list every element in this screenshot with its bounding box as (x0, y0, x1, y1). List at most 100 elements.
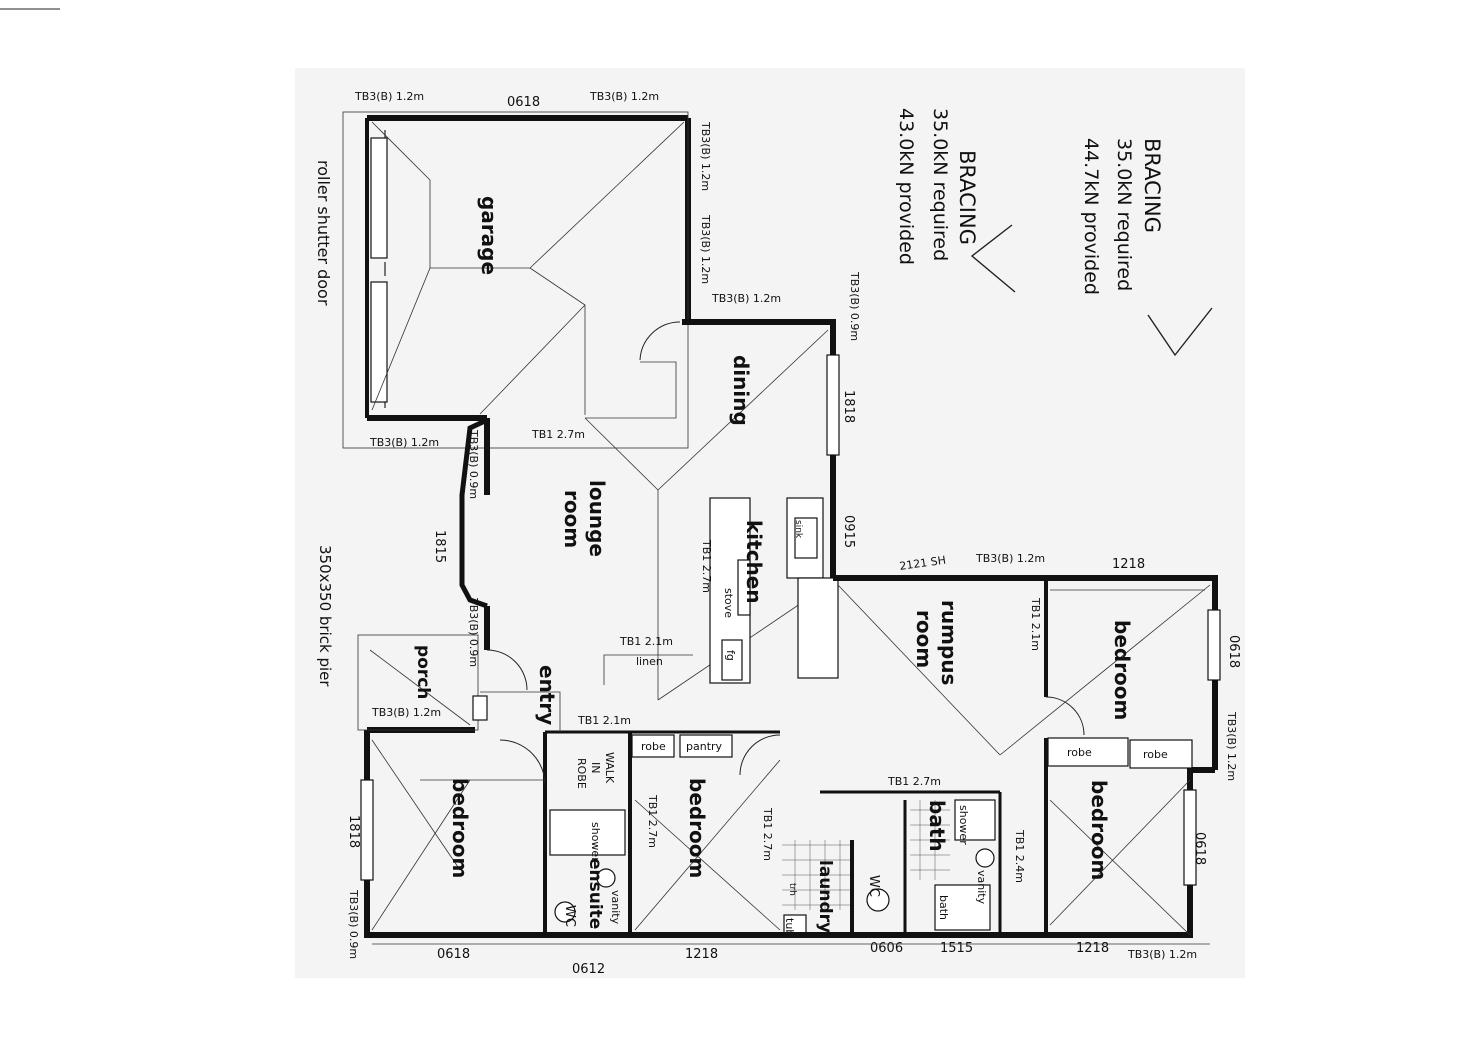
fridge-label: fg (724, 650, 737, 661)
vanity-a-label: vanity (609, 890, 622, 925)
annotations: TB3(B) 1.2m 0618 TB3(B) 1.2m TB3(B) 1.2m… (346, 90, 1241, 977)
w-0606: 0606 (870, 941, 903, 956)
bracing-b-check-icon (1147, 307, 1213, 357)
tb3-garage-right-1: TB3(B) 1.2m (699, 121, 712, 191)
stamp-2121: 2121 SH (899, 554, 947, 573)
bedroom-mid-door-swing (739, 734, 781, 776)
bedroom-mid-roof-1 (634, 799, 781, 931)
shower-b-box (954, 799, 996, 841)
ensuite-label: ensuite (585, 858, 605, 929)
bedroom-left-window (360, 779, 374, 881)
island-bench (797, 577, 839, 679)
w-1815: 1815 (432, 530, 447, 563)
brick-pier-note: 350x350 brick pier (316, 545, 334, 687)
garage-step (585, 361, 677, 419)
porch-label: porch (413, 645, 433, 699)
garage-door-swing (639, 321, 681, 361)
rumpus-label-2: room (912, 610, 936, 668)
tb3-bottom-right: TB3(B) 1.2m (1127, 948, 1197, 961)
living-block: dining lounge room kitchen sink stove fg… (459, 319, 840, 701)
bath-tub-box (934, 884, 991, 931)
garage-roof-hip-1 (371, 121, 431, 411)
stove-label: stove (722, 588, 735, 618)
scan-area (295, 68, 1245, 978)
wc-a-bowl (554, 901, 576, 923)
entry-label: entry (535, 665, 559, 725)
bedroom-roof-1 (1049, 799, 1191, 936)
rumpus-block: rumpus room bedroom bedroom robe robe (833, 575, 1221, 938)
robe-a-label: robe (641, 740, 666, 753)
tb1-bed2-b: TB1 2.7m (761, 807, 774, 861)
fridge-fixture (721, 639, 743, 681)
garage-eave-line (342, 111, 689, 449)
roller-door-panel-2 (370, 281, 388, 403)
bedroom-left-label: bedroom (448, 778, 472, 878)
tb3-right: TB3(B) 1.2m (1225, 711, 1238, 781)
lounge-roof-hip-1 (584, 417, 659, 491)
robe-c-box (1047, 737, 1129, 767)
shower-a-label: shower (589, 822, 602, 862)
bracing-note-b: BRACING 35.0kN required 44.7kN provided (1080, 138, 1213, 357)
w-0618-bottom: 0618 (437, 947, 470, 962)
vanity-b-label: vanity (975, 870, 988, 905)
tb3-dining-corner: TB3(B) 0.9m (848, 271, 861, 341)
walk-in-robe-label-3: ROBE (575, 758, 588, 789)
roller-door-note: roller shutter door (314, 160, 333, 306)
bracing-a-title: BRACING (955, 150, 979, 245)
w-0612: 0612 (572, 962, 605, 977)
kitchen-label: kitchen (742, 520, 766, 604)
bedroom-roof-2 (1049, 779, 1191, 926)
brick-pier (472, 695, 488, 721)
pantry-box (679, 734, 733, 758)
robe-b-label: robe (1143, 748, 1168, 761)
lounge-roof-hip-2 (657, 329, 829, 491)
bedrooms-block: bedroom bedroom ensuite porch entry WALK… (316, 545, 1000, 938)
tb3-bay-1: TB3(B) 0.9m (467, 429, 480, 499)
w-1218-top: 1218 (1112, 557, 1145, 572)
rumpus-top-wall (833, 575, 1218, 770)
laundry-tiles (782, 840, 850, 910)
tb3-rumpus-top: TB3(B) 1.2m (975, 552, 1045, 565)
tb1-corridor: TB1 2.7m (887, 775, 941, 788)
shower-a-box (549, 809, 626, 856)
linen-cupboard (603, 654, 693, 685)
w-1218-bottom-right: 1218 (1076, 941, 1109, 956)
tb1-lounge: TB1 2.7m (531, 428, 585, 441)
dining-walls (682, 319, 836, 578)
bracing-b-title: BRACING (1140, 138, 1164, 233)
bedroom-right-window (1183, 789, 1197, 886)
wet-areas-block: bath laundry shower vanity bath WC tub t… (782, 790, 1002, 936)
pantry-label: pantry (686, 740, 723, 753)
w-1818-dining: 1818 (841, 390, 856, 423)
bracing-note-a: BRACING 35.0kN required 43.0kN provided (895, 108, 1016, 293)
w-1818-left: 1818 (346, 815, 361, 848)
bracing-b-required: 35.0kN required (1113, 138, 1135, 291)
w-0618-right-bottom: 0618 (1192, 832, 1207, 865)
tb1-linen: TB1 2.1m (619, 635, 673, 648)
stove-fixture (737, 559, 751, 616)
bedroom-top-window (1207, 609, 1221, 681)
shower-b-label: shower (957, 805, 970, 845)
wc-a-label: WC (562, 905, 577, 927)
bay-window (459, 417, 489, 609)
rumpus-roof-3 (999, 584, 1211, 756)
linen-label: linen (636, 655, 663, 668)
bedroom-middle-label: bedroom (685, 778, 709, 878)
tb1-kitchen: TB1 2.7m (700, 539, 713, 593)
vanity-a-basin (596, 868, 616, 888)
dining-window (826, 354, 840, 456)
lounge-label-2: room (560, 490, 584, 548)
tb1-rumpus: TB1 2.1m (1029, 597, 1042, 651)
bracing-a-provided: 43.0kN provided (895, 108, 917, 265)
vanity-b-basin (975, 848, 995, 868)
tb3-porch: TB3(B) 1.2m (371, 706, 441, 719)
porch-roof (369, 649, 471, 726)
tb1-bath: TB1 2.4m (1013, 829, 1026, 883)
rumpus-label-1: rumpus (937, 600, 961, 685)
w-1515: 1515 (940, 941, 973, 956)
rumpus-roof-2 (837, 584, 1001, 756)
w-0618-top: 0618 (507, 95, 540, 110)
bath-tiles (910, 800, 950, 880)
robe-c-label: robe (1067, 746, 1092, 759)
